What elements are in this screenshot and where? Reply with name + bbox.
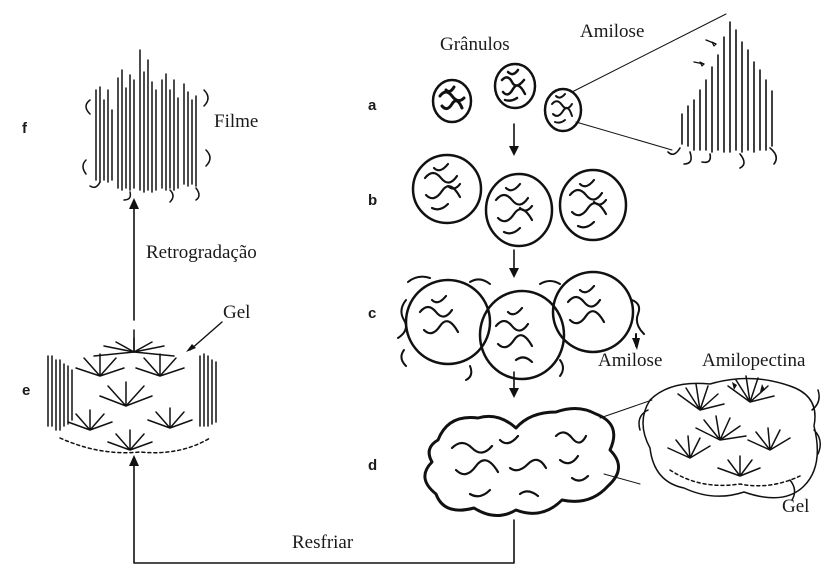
granules-stage-a [433,64,581,131]
gel-stage-e [48,322,222,453]
arrows-vertical-right [509,124,519,398]
stage-label-f: f [22,120,28,137]
stage-label-e: e [22,382,30,399]
film-stage-f [83,50,210,202]
label-resfriar: Resfriar [292,532,354,553]
granule-b2 [486,174,552,246]
label-retrogradacao: Retrogradação [146,242,257,263]
granule-b3 [560,170,626,240]
stage-label-c: c [368,305,376,322]
granules-stage-b [413,155,626,246]
gelatinized-mass-stage-d [425,408,619,515]
stage-label-b: b [368,192,377,209]
label-amilose-right: Amilose [598,350,662,371]
granule-a1 [433,80,471,122]
label-filme: Filme [214,111,258,132]
label-gel-left: Gel [223,302,250,323]
arrow-retrogradacao [129,198,139,320]
amylose-helix-cluster [668,22,776,168]
label-gel-right: Gel [782,496,809,517]
granule-a3 [545,89,581,131]
label-amilose-top: Amilose [580,21,644,42]
label-amilopectina: Amilopectina [702,350,806,371]
granule-b1 [413,155,481,223]
label-granulos: Grânulos [440,34,510,55]
gel-network-detail [639,376,820,500]
granule-a2 [495,64,535,108]
stage-label-d: d [368,457,377,474]
stage-label-a: a [368,97,377,114]
